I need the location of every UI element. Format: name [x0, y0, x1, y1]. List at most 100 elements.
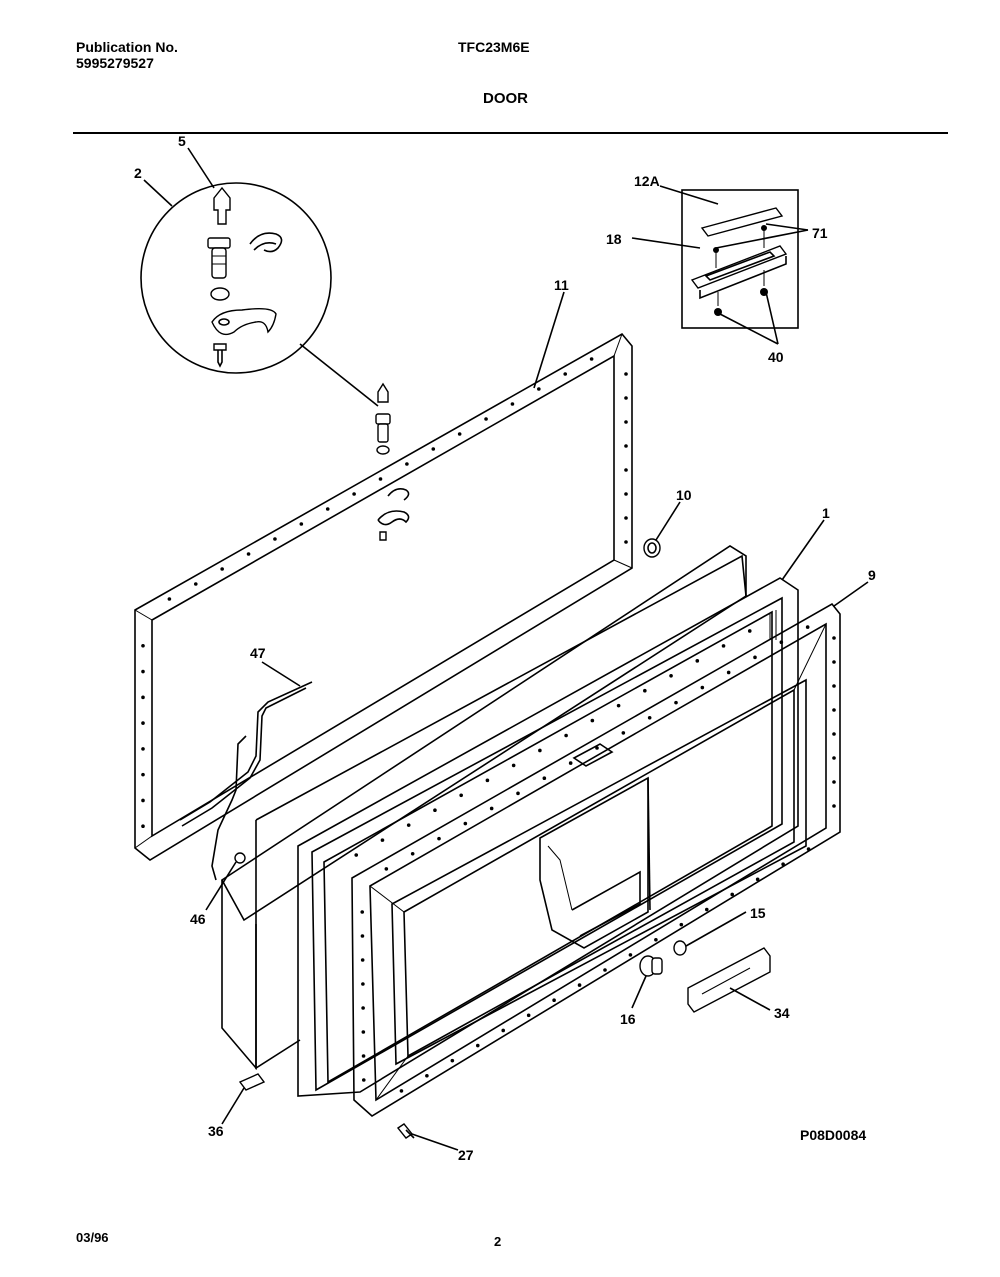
screw-hole — [463, 821, 468, 826]
screw-hole — [781, 862, 785, 867]
screw-hole — [437, 836, 441, 841]
callout-47: 47 — [250, 645, 266, 661]
callout-1: 1 — [822, 505, 830, 521]
screw-hole — [193, 582, 198, 586]
callout-71: 71 — [812, 225, 828, 241]
screw-hole — [361, 1078, 366, 1082]
screw-hole — [299, 522, 304, 526]
screw-hole — [380, 838, 385, 842]
handle-detail-inset — [681, 189, 799, 329]
callout-9: 9 — [868, 567, 876, 583]
screw-hole — [624, 516, 628, 520]
inner-door-liner — [351, 602, 841, 1117]
screw-hole — [485, 778, 490, 783]
callout-36: 36 — [208, 1123, 224, 1139]
screw-hole — [220, 567, 224, 571]
screw-hole — [563, 372, 568, 376]
screw-hole — [361, 1054, 366, 1058]
screw-hole — [832, 684, 836, 688]
screw-hole — [360, 934, 365, 938]
screw-hole — [360, 958, 365, 962]
screw-hole — [516, 791, 520, 796]
screw-hole — [537, 387, 541, 391]
screw-hole — [704, 907, 709, 912]
drawing-code: P08D0084 — [800, 1127, 866, 1143]
screw-hole — [654, 937, 658, 942]
outer-door-shell — [297, 577, 799, 1097]
door-insulation — [220, 545, 747, 1071]
screw-hole — [273, 537, 277, 541]
screw-hole — [832, 708, 836, 712]
section-title: DOOR — [483, 90, 528, 107]
screw-hole — [450, 1058, 455, 1063]
screw-hole — [621, 731, 626, 735]
screw-hole — [405, 462, 409, 466]
screw-hole — [624, 540, 628, 544]
callout-27: 27 — [458, 1147, 474, 1163]
screw-hole — [679, 922, 684, 927]
screw-hole — [552, 998, 556, 1003]
screw-hole — [360, 910, 365, 914]
screw-hole — [141, 643, 145, 648]
screw-hole — [246, 552, 251, 556]
screw-hole — [433, 808, 437, 813]
switch-lower-parts — [238, 940, 771, 1139]
callout-labels: 5 2 12A 18 71 40 11 10 1 9 47 46 15 16 3… — [134, 133, 876, 1163]
screw-hole — [589, 357, 594, 361]
screw-hole — [141, 747, 145, 751]
screw-hole — [590, 718, 595, 723]
screw-hole — [564, 733, 568, 738]
screw-hole — [167, 597, 172, 601]
screw-hole — [730, 892, 735, 897]
publication-label: Publication No. — [76, 39, 178, 55]
screw-hole — [616, 703, 621, 708]
screw-hole — [832, 660, 836, 664]
screw-hole — [624, 468, 628, 472]
page-number: 2 — [494, 1234, 502, 1249]
screw-hole — [647, 715, 652, 720]
screw-hole — [700, 685, 705, 690]
screw-hole — [475, 1043, 480, 1048]
callout-46: 46 — [190, 911, 206, 927]
leader-detail-to-door — [299, 343, 379, 407]
screw-hole — [806, 847, 811, 851]
screw-hole — [511, 763, 516, 768]
callout-2: 2 — [134, 165, 142, 181]
screw-hole — [805, 625, 810, 629]
screw-hole — [624, 444, 628, 448]
screw-hole — [501, 1028, 506, 1033]
screw-hole — [384, 867, 389, 871]
screw-hole — [753, 655, 757, 660]
callout-34: 34 — [774, 1005, 790, 1021]
screw-hole — [595, 746, 599, 750]
screw-hole — [361, 1030, 366, 1034]
screw-hole — [325, 507, 330, 511]
screw-hole — [624, 372, 628, 376]
screw-hole — [721, 644, 726, 648]
callout-11: 11 — [554, 277, 569, 293]
screw-hole — [577, 983, 582, 987]
screw-hole — [624, 396, 628, 400]
screw-hole — [352, 492, 356, 496]
screw-hole — [755, 877, 760, 882]
screw-hole — [141, 824, 145, 829]
screw-hole — [538, 748, 542, 753]
screw-hole — [510, 402, 515, 406]
screw-hole — [603, 968, 607, 972]
header-divider — [73, 132, 948, 134]
publication-number: 5995279527 — [76, 55, 154, 71]
screw-hole — [779, 640, 784, 645]
footer-date: 03/96 — [76, 1230, 109, 1245]
bumper — [643, 538, 661, 558]
screw-hole — [459, 793, 463, 798]
screw-hole — [832, 756, 836, 760]
screw-hole — [141, 772, 145, 777]
screw-hole — [361, 1006, 365, 1010]
screw-hole — [484, 417, 488, 421]
screw-hole — [141, 721, 145, 725]
screw-hole — [141, 798, 145, 803]
callout-16: 16 — [620, 1011, 636, 1027]
screw-hole — [674, 700, 678, 705]
screw-hole — [141, 695, 145, 700]
screw-hole — [726, 670, 731, 675]
